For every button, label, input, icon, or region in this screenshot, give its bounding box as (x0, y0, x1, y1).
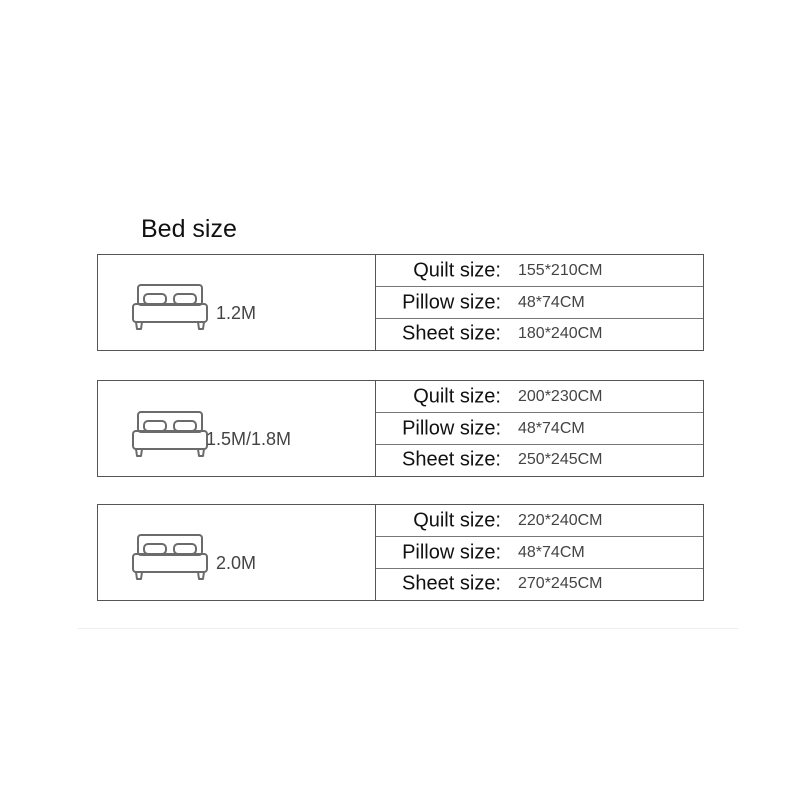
bed-size-table-2: 1.5M/1.8M Quilt size: 200*230CM Pillow s… (97, 380, 704, 477)
pillow-size-value: 48*74CM (518, 419, 585, 437)
bed-size-table-3: 2.0M Quilt size: 220*240CM Pillow size: … (97, 504, 704, 601)
quilt-size-row: Quilt size: 220*240CM (376, 505, 703, 536)
quilt-size-row: Quilt size: 155*210CM (376, 255, 703, 286)
quilt-size-row: Quilt size: 200*230CM (376, 381, 703, 412)
bed-icon (132, 411, 208, 457)
sheet-size-label: Sheet size: (402, 322, 501, 345)
sheet-size-value: 180*240CM (518, 324, 603, 342)
quilt-size-value: 200*230CM (518, 387, 603, 405)
size-rows: Quilt size: 155*210CM Pillow size: 48*74… (376, 255, 703, 350)
bed-size-label: 1.5M/1.8M (206, 429, 292, 449)
sheet-size-label: Sheet size: (402, 448, 501, 471)
sheet-size-row: Sheet size: 270*245CM (376, 567, 703, 599)
bed-size-cell: 1.2M (98, 255, 376, 350)
pillow-size-label: Pillow size: (402, 541, 501, 564)
bed-size-label: 1.2M (216, 303, 257, 323)
pillow-size-row: Pillow size: 48*74CM (376, 286, 703, 317)
size-rows: Quilt size: 200*230CM Pillow size: 48*74… (376, 381, 703, 476)
pillow-size-value: 48*74CM (518, 293, 585, 311)
size-rows: Quilt size: 220*240CM Pillow size: 48*74… (376, 505, 703, 600)
divider-line (78, 628, 738, 629)
bed-size-cell: 1.5M/1.8M (98, 381, 376, 476)
sheet-size-value: 250*245CM (518, 450, 603, 468)
quilt-size-value: 220*240CM (518, 511, 603, 529)
pillow-size-row: Pillow size: 48*74CM (376, 536, 703, 567)
pillow-size-value: 48*74CM (518, 543, 585, 561)
quilt-size-value: 155*210CM (518, 261, 603, 279)
sheet-size-row: Sheet size: 180*240CM (376, 317, 703, 349)
bed-size-table-1: 1.2M Quilt size: 155*210CM Pillow size: … (97, 254, 704, 351)
bed-icon (132, 284, 208, 330)
sheet-size-label: Sheet size: (402, 572, 501, 595)
pillow-size-row: Pillow size: 48*74CM (376, 412, 703, 443)
bed-size-label: 2.0M (216, 553, 257, 573)
quilt-size-label: Quilt size: (413, 259, 501, 282)
pillow-size-label: Pillow size: (402, 417, 501, 440)
sheet-size-value: 270*245CM (518, 574, 603, 592)
bed-icon (132, 534, 208, 580)
page-title: Bed size (141, 215, 237, 243)
bed-size-cell: 2.0M (98, 505, 376, 600)
quilt-size-label: Quilt size: (413, 385, 501, 408)
sheet-size-row: Sheet size: 250*245CM (376, 443, 703, 475)
quilt-size-label: Quilt size: (413, 509, 501, 532)
pillow-size-label: Pillow size: (402, 291, 501, 314)
